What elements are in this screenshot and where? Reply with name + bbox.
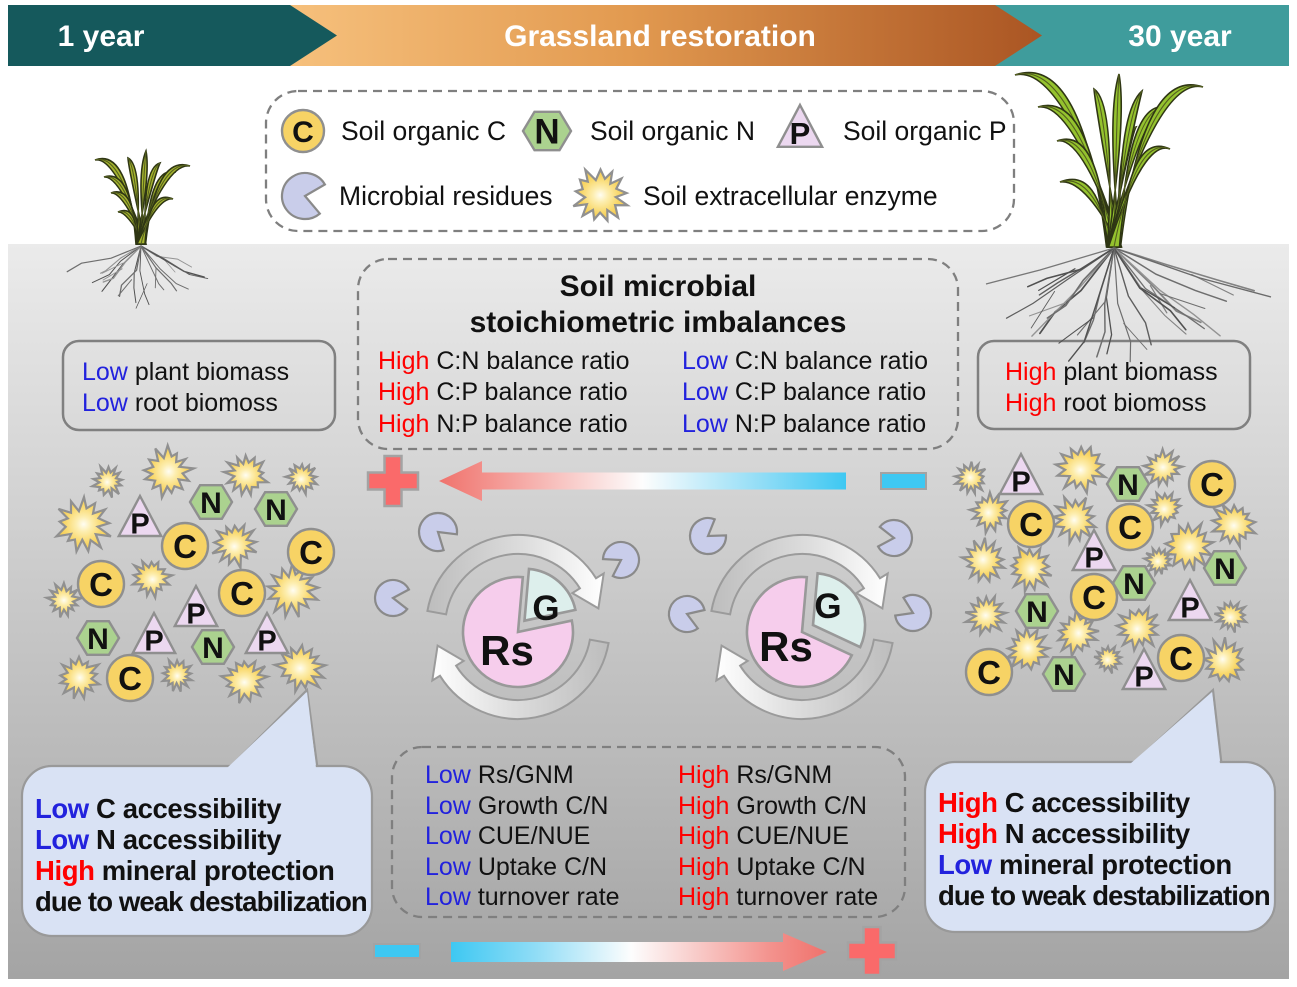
svg-text:C: C	[1082, 579, 1106, 616]
svg-text:C: C	[977, 654, 1001, 691]
svg-text:High C:N balance ratio: High C:N balance ratio	[378, 347, 630, 375]
svg-text:Low root biomoss: Low root biomoss	[82, 389, 278, 417]
svg-text:P: P	[1011, 466, 1030, 498]
svg-text:C: C	[1118, 509, 1142, 546]
svg-text:C: C	[299, 534, 323, 571]
svg-text:Low mineral protection: Low mineral protection	[938, 849, 1232, 880]
svg-text:G: G	[532, 589, 559, 628]
svg-text:Rs: Rs	[759, 623, 813, 670]
svg-text:Low Uptake C/N: Low Uptake C/N	[425, 853, 607, 881]
svg-text:P: P	[144, 625, 163, 657]
svg-text:Soil microbial: Soil microbial	[560, 270, 757, 303]
svg-text:C: C	[1019, 506, 1043, 543]
svg-text:Low C:P balance ratio: Low C:P balance ratio	[682, 378, 926, 406]
svg-text:C: C	[292, 116, 314, 149]
svg-text:N: N	[1117, 469, 1139, 502]
svg-text:Grassland restoration: Grassland restoration	[504, 20, 816, 53]
svg-text:N: N	[265, 494, 287, 527]
svg-text:N: N	[200, 487, 222, 520]
svg-text:Low plant biomass: Low plant biomass	[82, 358, 289, 386]
svg-text:Low Growth C/N: Low Growth C/N	[425, 792, 608, 820]
svg-text:High root biomoss: High root biomoss	[1005, 389, 1206, 417]
svg-text:High C accessibility: High C accessibility	[938, 787, 1191, 818]
svg-text:High N accessibility: High N accessibility	[938, 818, 1191, 849]
svg-text:High turnover rate: High turnover rate	[678, 883, 878, 911]
svg-text:P: P	[790, 116, 811, 151]
svg-text:C: C	[1200, 466, 1224, 503]
svg-text:due to weak destabilization: due to weak destabilization	[938, 880, 1270, 911]
svg-text:High C:P balance ratio: High C:P balance ratio	[378, 378, 628, 406]
svg-text:Low N:P balance ratio: Low N:P balance ratio	[682, 410, 926, 438]
svg-text:C: C	[1169, 640, 1193, 677]
svg-text:High CUE/NUE: High CUE/NUE	[678, 822, 849, 850]
svg-text:1 year: 1 year	[58, 20, 145, 53]
svg-text:Low N accessibility: Low N accessibility	[35, 824, 282, 855]
svg-text:Soil organic N: Soil organic N	[590, 116, 755, 146]
svg-text:Soil organic C: Soil organic C	[341, 116, 506, 146]
svg-text:N: N	[1214, 553, 1236, 586]
svg-text:High N:P balance ratio: High N:P balance ratio	[378, 410, 628, 438]
svg-text:P: P	[1084, 542, 1103, 574]
svg-text:stoichiometric imbalances: stoichiometric imbalances	[470, 306, 847, 339]
svg-text:N: N	[1053, 659, 1075, 692]
svg-text:P: P	[1180, 592, 1199, 624]
svg-text:High mineral protection: High mineral protection	[35, 855, 334, 886]
svg-text:P: P	[186, 598, 205, 630]
svg-text:Microbial residues: Microbial residues	[339, 181, 553, 211]
svg-text:N: N	[202, 632, 224, 665]
svg-text:P: P	[257, 625, 276, 657]
svg-text:P: P	[1134, 661, 1153, 693]
svg-text:C: C	[173, 528, 197, 565]
svg-text:N: N	[1123, 568, 1145, 601]
svg-text:C: C	[118, 660, 142, 697]
svg-text:Low turnover rate: Low turnover rate	[425, 883, 620, 911]
svg-text:Low CUE/NUE: Low CUE/NUE	[425, 822, 590, 850]
svg-text:High Growth C/N: High Growth C/N	[678, 792, 867, 820]
svg-text:Soil organic P: Soil organic P	[843, 116, 1007, 146]
svg-text:Low C:N balance ratio: Low C:N balance ratio	[682, 347, 928, 375]
svg-text:N: N	[534, 113, 559, 152]
svg-text:N: N	[1026, 596, 1048, 629]
svg-text:C: C	[89, 566, 113, 603]
svg-text:High plant biomass: High plant biomass	[1005, 358, 1218, 386]
svg-text:P: P	[130, 508, 149, 540]
svg-text:High Uptake C/N: High Uptake C/N	[678, 853, 866, 881]
svg-text:C: C	[230, 575, 254, 612]
svg-text:Soil extracellular enzyme: Soil extracellular enzyme	[643, 181, 938, 211]
svg-text:G: G	[814, 587, 841, 626]
svg-text:due to weak destabilization: due to weak destabilization	[35, 886, 367, 917]
svg-text:Low C accessibility: Low C accessibility	[35, 793, 282, 824]
svg-text:30 year: 30 year	[1128, 20, 1232, 53]
svg-text:High Rs/GNM: High Rs/GNM	[678, 761, 832, 789]
svg-text:Low Rs/GNM: Low Rs/GNM	[425, 761, 574, 789]
svg-text:Rs: Rs	[480, 627, 534, 674]
svg-text:N: N	[87, 623, 109, 656]
